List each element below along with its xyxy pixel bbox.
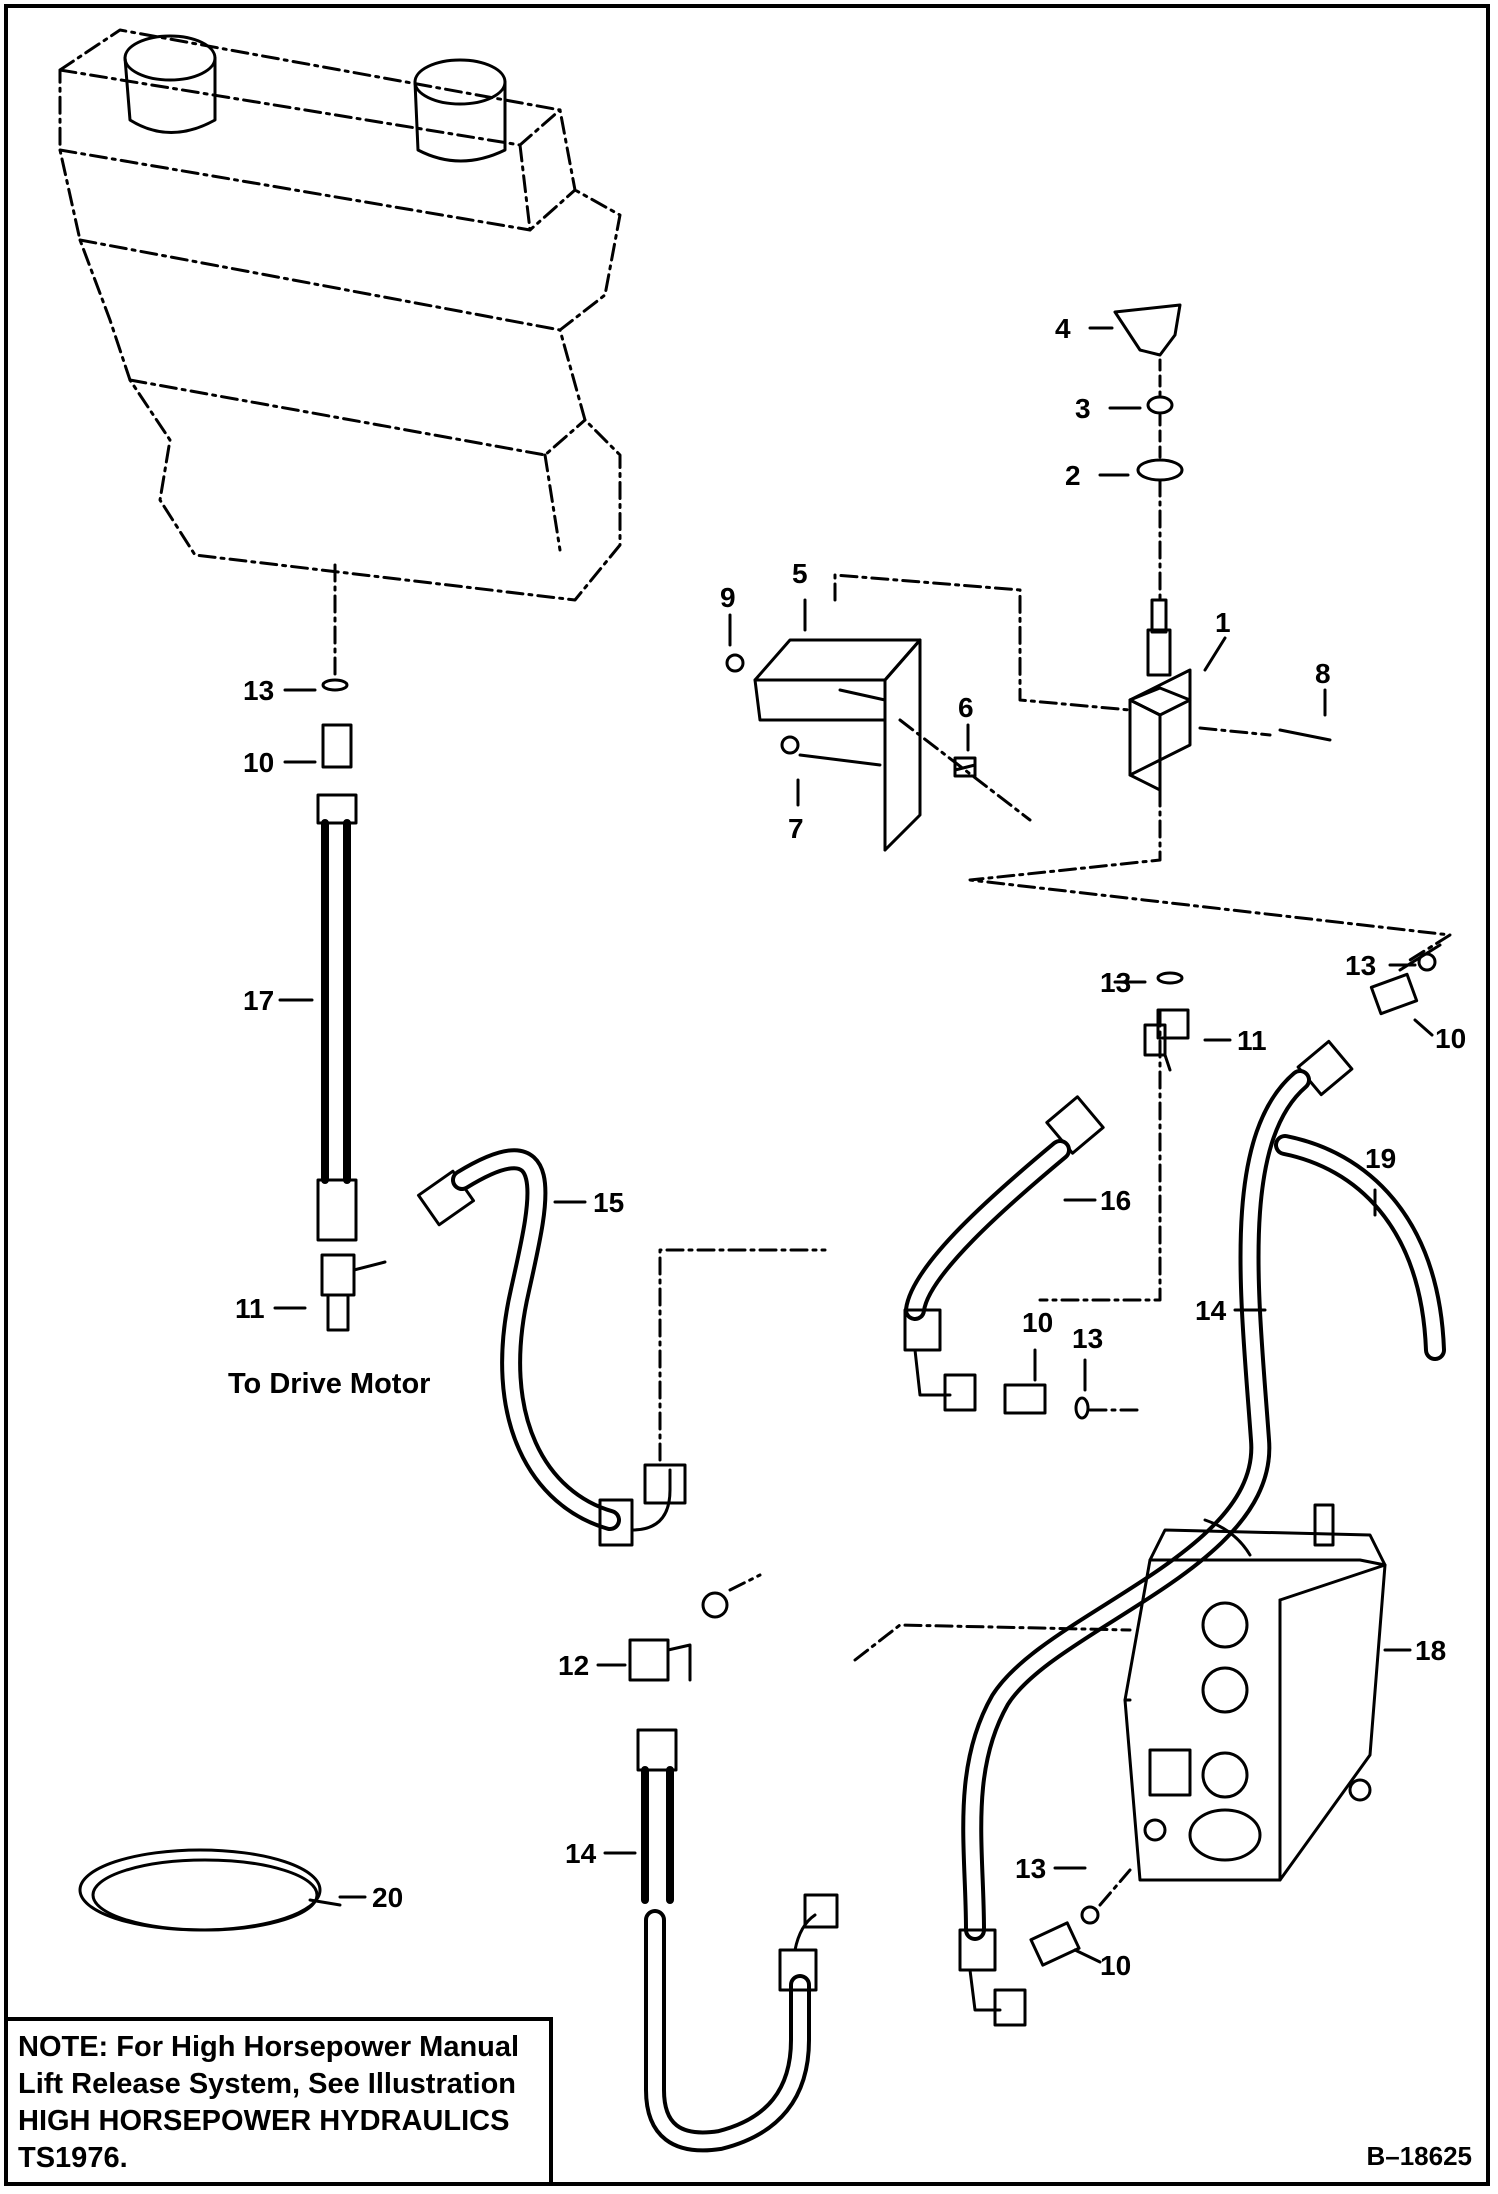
coiled-tube-20: [78, 1848, 342, 1932]
control-valve-18: [853, 1503, 1387, 1882]
callout-13: 13: [1072, 1323, 1103, 1354]
reservoir-tank: [58, 28, 622, 682]
callout-10: 10: [1022, 1307, 1053, 1338]
page-frame: [4, 4, 1490, 2186]
callout-6: 6: [958, 692, 974, 723]
callout-10: 10: [243, 747, 274, 778]
leader-lines: [273, 326, 1434, 1964]
callout-14: 14: [1195, 1295, 1227, 1326]
callout-16: 16: [1100, 1185, 1131, 1216]
callout-14: 14: [565, 1838, 597, 1869]
callout-4: 4: [1055, 313, 1071, 344]
callout-11: 11: [1237, 1025, 1267, 1056]
hose-15: [416, 1148, 687, 1547]
note-box: NOTE: For High Horsepower Manual Lift Re…: [8, 2017, 553, 2182]
callout-10: 10: [1100, 1950, 1131, 1981]
valve-1: [1113, 303, 1192, 792]
callout-19: 19: [1365, 1143, 1396, 1174]
callout-2: 2: [1065, 460, 1081, 491]
callout-13: 13: [243, 675, 274, 706]
tank-caps: [123, 34, 507, 163]
callout-10: 10: [1435, 1023, 1466, 1054]
note-line: NOTE: For High Horsepower Manual: [18, 2031, 520, 2063]
callout-11: 11: [235, 1293, 265, 1324]
drawing-number: B–18625: [1366, 2141, 1472, 2171]
callout-13: 13: [1015, 1853, 1046, 1884]
callout-13: 13: [1100, 967, 1131, 998]
callout-9: 9: [720, 582, 736, 613]
to-drive-motor-label: To Drive Motor: [228, 1368, 431, 1400]
note-line: HIGH HORSEPOWER HYDRAULICS: [18, 2105, 510, 2137]
bracket-5: [753, 573, 1132, 852]
hose-16: [903, 1095, 1105, 1412]
callout-3: 3: [1075, 393, 1091, 424]
callout-8: 8: [1315, 658, 1331, 689]
hose-14-right: [958, 1039, 1354, 2027]
hose-17: [316, 678, 387, 1332]
callout-15: 15: [593, 1187, 624, 1218]
hose-14-bottom: [636, 1728, 839, 2153]
callout-1: 1: [1215, 607, 1231, 638]
note-line: Lift Release System, See Illustration: [18, 2068, 517, 2100]
callout-12: 12: [558, 1650, 589, 1681]
hose-19: [1274, 1134, 1446, 1361]
callout-20: 20: [372, 1882, 403, 1913]
callout-17: 17: [243, 985, 274, 1016]
callout-7: 7: [788, 813, 804, 844]
callout-numbers: 4 3 2 1 5 9 6 7 8 13 10 17 11 15 13 11 1…: [235, 313, 1466, 1981]
callout-5: 5: [792, 558, 808, 589]
note-line: TS1976.: [18, 2142, 128, 2174]
callout-13: 13: [1345, 950, 1376, 981]
callout-18: 18: [1415, 1635, 1446, 1666]
